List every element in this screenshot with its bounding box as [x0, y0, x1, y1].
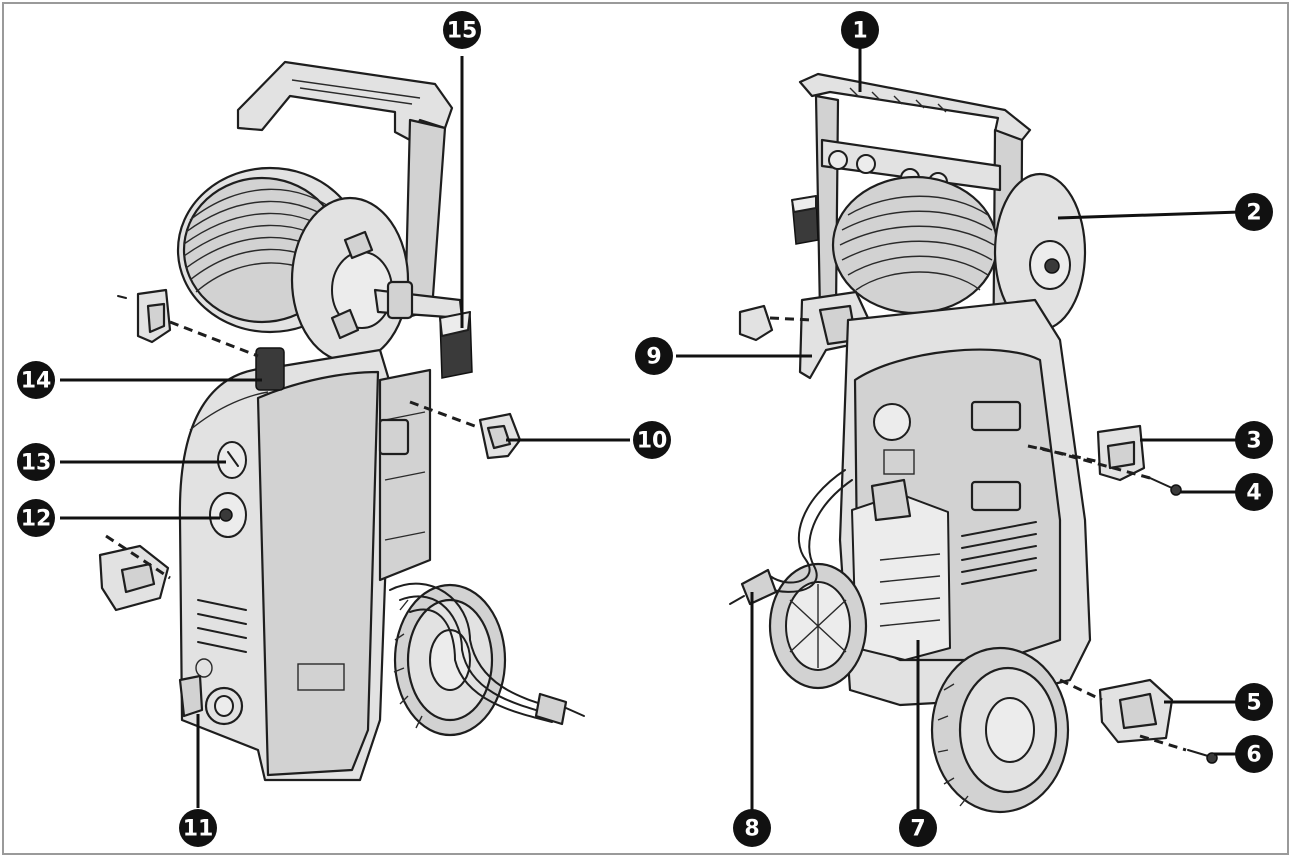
left-view-pressure-washer [98, 60, 585, 782]
left-hose-reel [176, 166, 410, 364]
callout-9-disc [635, 337, 673, 375]
right-hose-reel [831, 172, 1087, 332]
callout-11-number: 11 [183, 817, 214, 842]
left-wheel [393, 583, 507, 737]
left-main-body [178, 348, 432, 782]
left-power-cord [389, 582, 585, 726]
left-holder-10 [409, 400, 522, 460]
callout-1-number: 1 [852, 19, 867, 44]
callout-1: 1 [841, 11, 879, 49]
left-holder-top [117, 288, 259, 358]
callout-11-disc [179, 809, 217, 847]
callout-6: 6 [1235, 735, 1273, 773]
callout-3: 3 [1235, 421, 1273, 459]
callout-9-number: 9 [646, 345, 661, 370]
callout-4: 4 [1235, 473, 1273, 511]
callout-2-number: 2 [1246, 201, 1261, 226]
screw-4 [1039, 446, 1182, 496]
callout-7-number: 7 [910, 817, 925, 842]
callout-11: 11 [179, 809, 217, 847]
callout-3-number: 3 [1246, 429, 1261, 454]
callout-5-number: 5 [1246, 691, 1261, 716]
callout-13: 13 [17, 443, 55, 481]
right-wheel-left [768, 562, 868, 690]
callout-6-disc [1235, 735, 1273, 773]
callout-15-disc [443, 11, 481, 49]
callout-12-disc [17, 499, 55, 537]
callout-14: 14 [17, 361, 55, 399]
callout-4-number: 4 [1246, 481, 1261, 506]
screw-6 [1139, 734, 1218, 764]
callout-1-disc [841, 11, 879, 49]
right-view-pressure-washer [729, 72, 1218, 814]
callout-3-disc [1235, 421, 1273, 459]
callout-13-disc [17, 443, 55, 481]
right-wheel-right [930, 646, 1070, 814]
hose-guide-14 [255, 347, 285, 391]
callout-12-number: 12 [21, 507, 52, 532]
callout-12: 12 [17, 499, 55, 537]
pressure-dial-13 [217, 441, 247, 479]
callout-9: 9 [635, 337, 673, 375]
callout-13-number: 13 [21, 451, 52, 476]
callout-7: 7 [899, 809, 937, 847]
callout-14-disc [17, 361, 55, 399]
right-holder-3 [1027, 424, 1146, 482]
callout-15-number: 15 [447, 19, 478, 44]
callout-8-number: 8 [744, 817, 759, 842]
right-holder-top-left [738, 304, 813, 342]
callout-8: 8 [733, 809, 771, 847]
right-holder-5 [1059, 678, 1174, 744]
left-handle [236, 60, 454, 320]
right-main-body [838, 298, 1092, 707]
callout-10-number: 10 [637, 429, 668, 454]
callout-2: 2 [1235, 193, 1273, 231]
callout-2-disc [1235, 193, 1273, 231]
callout-10: 10 [633, 421, 671, 459]
callout-10-disc [633, 421, 671, 459]
callout-5: 5 [1235, 683, 1273, 721]
callout-8-disc [733, 809, 771, 847]
callout-6-number: 6 [1246, 743, 1261, 768]
callout-15: 15 [443, 11, 481, 49]
power-plug-8 [740, 568, 778, 606]
left-holder-bottom [98, 534, 171, 612]
leader-lines [60, 42, 1241, 820]
callout-7-disc [899, 809, 937, 847]
callout-4-disc [1235, 473, 1273, 511]
callout-14-number: 14 [21, 369, 52, 394]
callout-5-disc [1235, 683, 1273, 721]
